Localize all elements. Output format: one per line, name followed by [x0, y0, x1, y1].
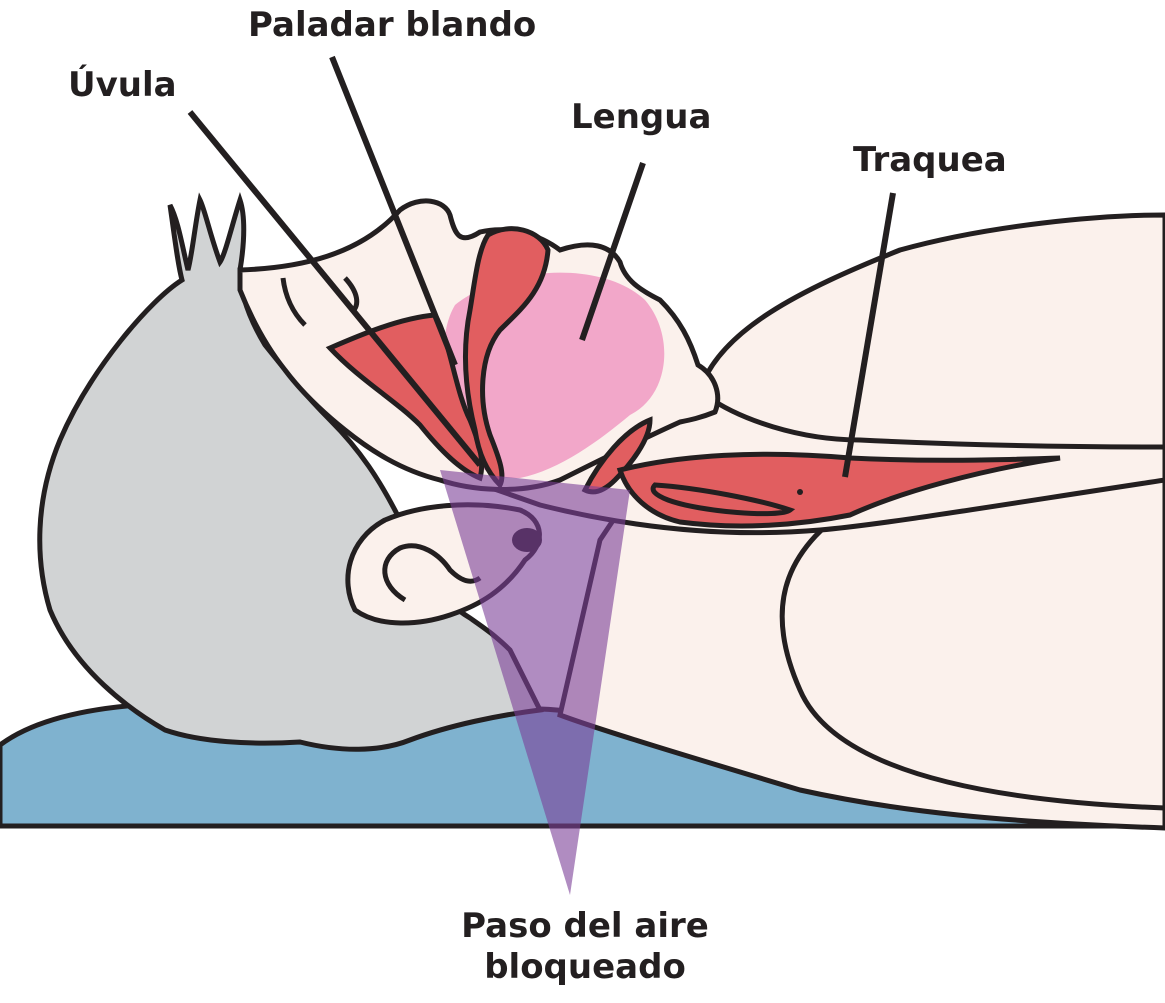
- label-tongue: Lengua: [571, 100, 711, 134]
- label-soft-palate: Paladar blando: [248, 8, 536, 42]
- trachea-dot: [797, 489, 803, 495]
- label-trachea: Traquea: [853, 143, 1007, 177]
- label-blocked-airway: Paso del aire bloqueado: [400, 906, 770, 988]
- label-blocked-airway-line1: Paso del aire: [400, 906, 770, 947]
- label-uvula: Úvula: [68, 68, 177, 102]
- label-blocked-airway-line2: bloqueado: [400, 947, 770, 988]
